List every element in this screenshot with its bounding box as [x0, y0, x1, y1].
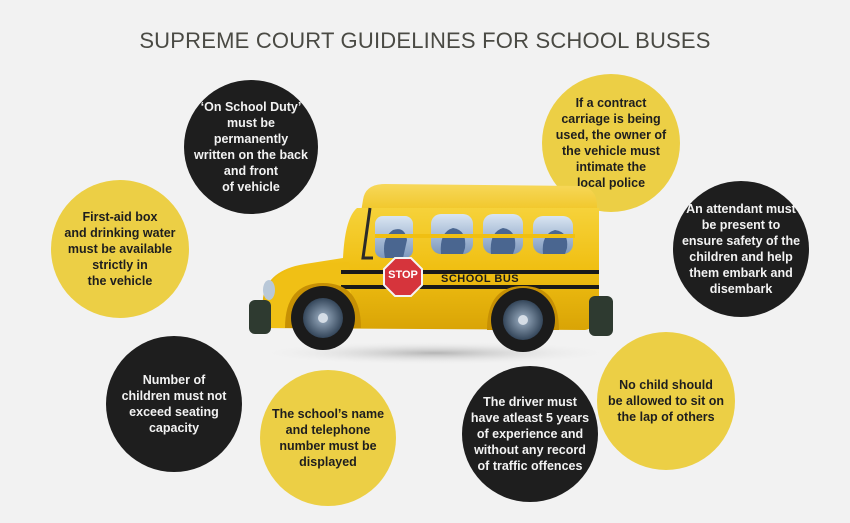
guideline-text: The driver must have atleast 5 years of …	[470, 395, 590, 473]
school-bus-label: SCHOOL BUS	[441, 273, 520, 285]
stop-sign-label: STOP	[388, 269, 418, 281]
guideline-on-school-duty: ‘On School Duty’ must be permanently wri…	[184, 80, 318, 214]
guideline-contract-carriage: If a contract carriage is being used, th…	[542, 74, 680, 212]
guideline-text: ‘On School Duty’ must be permanently wri…	[194, 100, 308, 194]
guideline-text: An attendant must be present to ensure s…	[681, 202, 801, 296]
school-bus-illustration: STOP SCHOOL BUS	[245, 178, 615, 368]
guideline-no-lap: No child should be allowed to sit on the…	[597, 332, 735, 470]
guideline-text: First-aid box and drinking water must be…	[64, 210, 176, 288]
guideline-seating-capacity: Number of children must not exceed seati…	[106, 336, 242, 472]
guideline-text: If a contract carriage is being used, th…	[555, 96, 667, 190]
guideline-text: No child should be allowed to sit on the…	[608, 378, 724, 424]
guideline-text: The school’s name and telephone number m…	[271, 407, 385, 469]
guideline-school-name: The school’s name and telephone number m…	[260, 370, 396, 506]
guideline-driver-experience: The driver must have atleast 5 years of …	[462, 366, 598, 502]
page-title: SUPREME COURT GUIDELINES FOR SCHOOL BUSE…	[139, 28, 711, 53]
guideline-text: Number of children must not exceed seati…	[121, 373, 227, 435]
guideline-first-aid: First-aid box and drinking water must be…	[51, 180, 189, 318]
guideline-attendant: An attendant must be present to ensure s…	[673, 181, 809, 317]
